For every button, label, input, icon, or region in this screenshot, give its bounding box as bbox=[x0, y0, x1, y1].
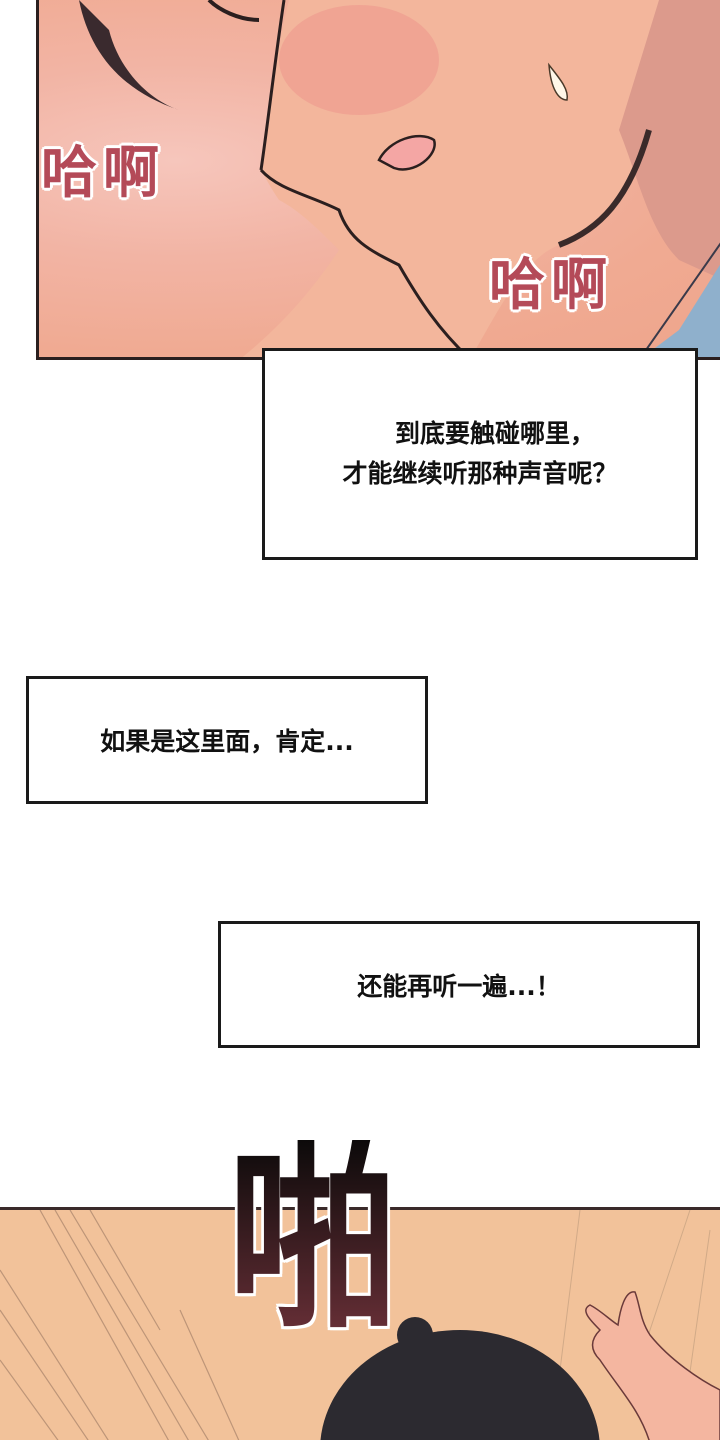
caption-1-line-2: 才能继续听那种声音呢？ bbox=[342, 459, 618, 488]
caption-3-text: 还能再听一遍...！ bbox=[357, 971, 561, 1001]
top-panel: 哈啊 哈啊 bbox=[36, 0, 720, 360]
face-illustration bbox=[79, 0, 720, 357]
sfx-pant-left: 哈啊 bbox=[41, 141, 165, 206]
caption-box-1: 到底要触碰哪里， 才能继续听那种声音呢？ bbox=[262, 348, 698, 560]
caption-2-text: 如果是这里面，肯定... bbox=[100, 727, 354, 756]
action-illustration bbox=[0, 1210, 720, 1440]
sfx-pant-right: 哈啊 bbox=[489, 253, 613, 318]
caption-box-2: 如果是这里面，肯定... bbox=[26, 676, 428, 804]
sfx-slap: 啪 bbox=[228, 1123, 398, 1356]
bottom-panel bbox=[0, 1207, 720, 1440]
caption-box-3: 还能再听一遍...！ bbox=[218, 921, 700, 1048]
caption-1-line-1: 到底要触碰哪里， bbox=[394, 419, 595, 448]
